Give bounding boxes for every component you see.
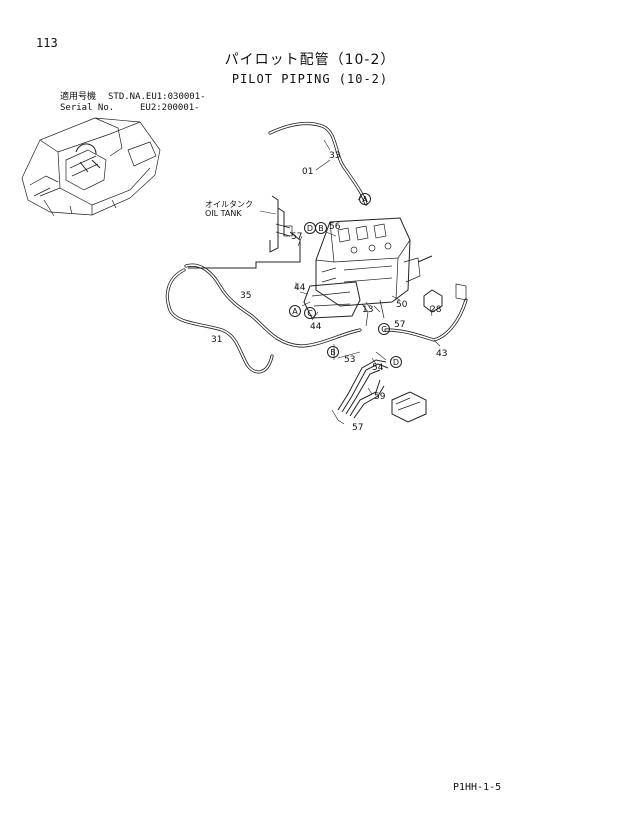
svg-text:B: B (330, 348, 336, 357)
svg-text:B: B (318, 224, 324, 233)
part-number-28: 28 (430, 305, 442, 315)
serial-label-jp: 適用号機 (60, 92, 97, 102)
connector-C-upper: C (304, 307, 316, 319)
part-number-54: 54 (372, 363, 384, 373)
fitting-group-57 (391, 391, 427, 423)
svg-text:C: C (307, 309, 313, 318)
svg-text:A: A (292, 307, 298, 316)
serial-range-2: EU2:200001- (140, 103, 200, 113)
page-title-jp: パイロット配管（10-2） (224, 52, 396, 68)
connector-A-lower: A (289, 305, 301, 317)
svg-text:D: D (393, 358, 399, 367)
footer-code: P1HH-1-5 (453, 782, 502, 793)
part-number-33: 33 (329, 151, 340, 161)
pipe-bundle-59 (337, 359, 389, 419)
serial-range-1: STD.NA.EU1:030001- (108, 92, 206, 102)
part-number-50: 50 (396, 300, 408, 310)
part-number-56: 56 (329, 222, 341, 232)
part-number-59: 59 (374, 392, 386, 402)
part-number-44-upper: 44 (294, 283, 306, 293)
part-number-57-upper: 57 (291, 232, 302, 242)
leader-lines (259, 139, 441, 425)
oil-tank-label-jp: オイルタンク (205, 200, 253, 209)
part-number-31: 31 (211, 335, 222, 345)
svg-text:D: D (307, 224, 313, 233)
connector-B-lower: B (327, 346, 339, 358)
part-number-35: 35 (240, 291, 251, 301)
oil-tank-label-en: OIL TANK (205, 209, 242, 218)
part-number-13: 13 (362, 305, 373, 315)
part-number-57-lower: 57 (352, 423, 363, 433)
part-number-43: 43 (436, 349, 447, 359)
part-number-53: 53 (344, 355, 355, 365)
oil-tank-fitting (269, 195, 293, 253)
machine-thumbnail (21, 117, 161, 217)
svg-text:A: A (362, 195, 368, 204)
connector-D-lower: D (390, 356, 402, 368)
fitting-28 (423, 283, 467, 313)
page-number: 113 (36, 36, 58, 50)
hose-31 (165, 268, 274, 374)
connector-D-upper: D (304, 222, 316, 234)
part-number-57-middle: 57 (394, 320, 405, 330)
connector-B-upper: B (315, 222, 327, 234)
page-title-en: PILOT PIPING (10-2) (231, 72, 389, 86)
connector-A-upper: A (359, 193, 371, 205)
part-number-01: 01 (302, 167, 313, 177)
svg-text:C: C (381, 325, 387, 334)
control-valve (303, 217, 433, 327)
part-number-44-lower: 44 (310, 322, 322, 332)
hose-01 (268, 121, 368, 206)
connector-C-lower: C (378, 323, 390, 335)
hose-35 (184, 263, 362, 348)
serial-label-en: Serial No. (60, 103, 115, 113)
tank-line (188, 231, 301, 269)
